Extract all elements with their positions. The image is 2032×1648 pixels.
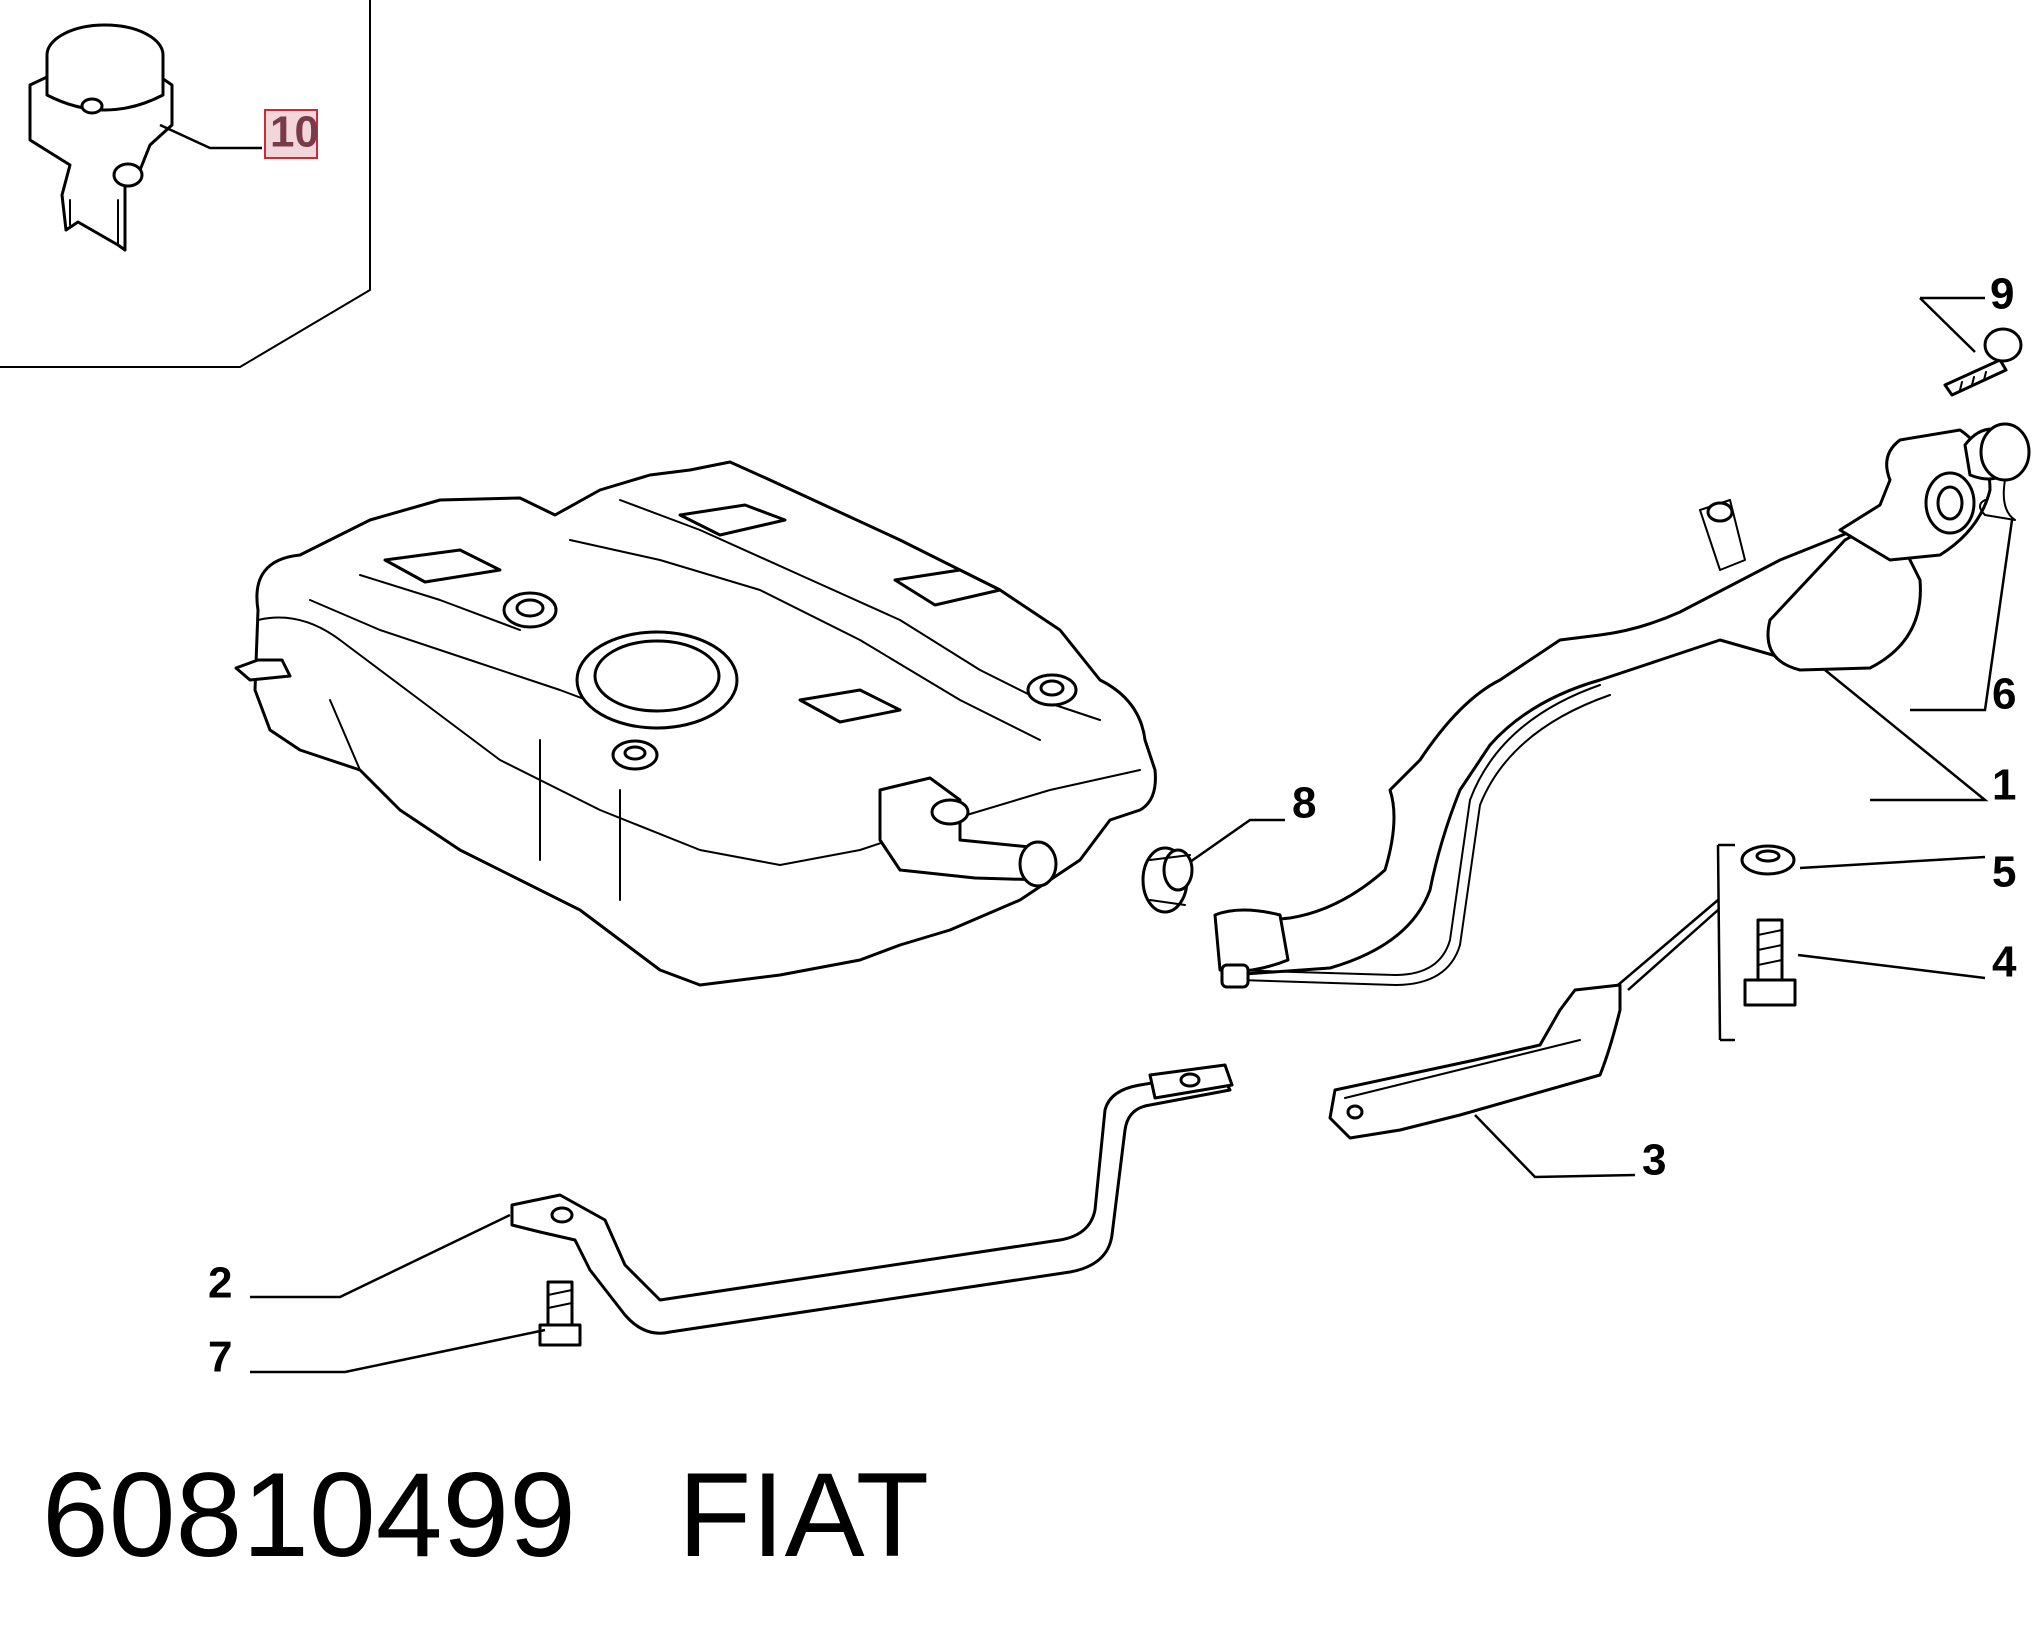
part-1-filler-neck[interactable] <box>1213 428 1992 989</box>
part-5-washer[interactable] <box>1740 844 1796 876</box>
callout-8: 8 <box>1292 779 1316 828</box>
callout-7: 7 <box>208 1333 232 1382</box>
inset-panel <box>0 0 371 368</box>
leader-group-4-5-3 <box>1617 843 1735 1042</box>
part-8-hose-clamp[interactable] <box>1141 846 1194 914</box>
leader-lines <box>159 123 2014 1374</box>
leader-2 <box>250 1213 511 1299</box>
part-4-screw[interactable] <box>1743 918 1797 1007</box>
leader-9 <box>1919 296 1985 353</box>
callout-6: 6 <box>1992 670 2016 719</box>
part-10-vent-valve[interactable] <box>28 23 174 252</box>
part-7-bolt[interactable] <box>538 1280 582 1347</box>
part-6-fuel-cap[interactable] <box>1963 422 2031 521</box>
callout-10-highlight-box <box>264 109 318 159</box>
leader-1 <box>1824 669 1989 802</box>
part-3-strap[interactable] <box>1328 983 1622 1140</box>
part-number: 60810499 <box>42 1448 576 1582</box>
leader-4 <box>1797 953 1986 980</box>
fuel-tank[interactable] <box>234 460 1157 987</box>
caption: 60810499 FIAT <box>42 1448 929 1582</box>
part-2-strap[interactable] <box>510 1063 1234 1335</box>
callout-5: 5 <box>1992 848 2016 897</box>
callout-4: 4 <box>1992 938 2017 987</box>
callouts: 9 6 1 5 4 3 8 2 7 10 <box>208 108 2017 1382</box>
callout-1: 1 <box>1992 761 2016 810</box>
leader-6 <box>1910 519 2014 712</box>
callout-10: 10 <box>270 108 319 157</box>
leader-3 <box>1474 1114 1636 1179</box>
brand: FIAT <box>678 1448 929 1582</box>
leader-10 <box>159 123 262 150</box>
callout-9: 9 <box>1990 270 2014 319</box>
leader-5 <box>1799 855 1986 870</box>
callout-2: 2 <box>208 1259 232 1308</box>
leader-7 <box>250 1328 546 1374</box>
leader-8 <box>1189 818 1285 864</box>
callout-3: 3 <box>1642 1136 1666 1185</box>
part-9-bolt[interactable] <box>1943 327 2023 397</box>
